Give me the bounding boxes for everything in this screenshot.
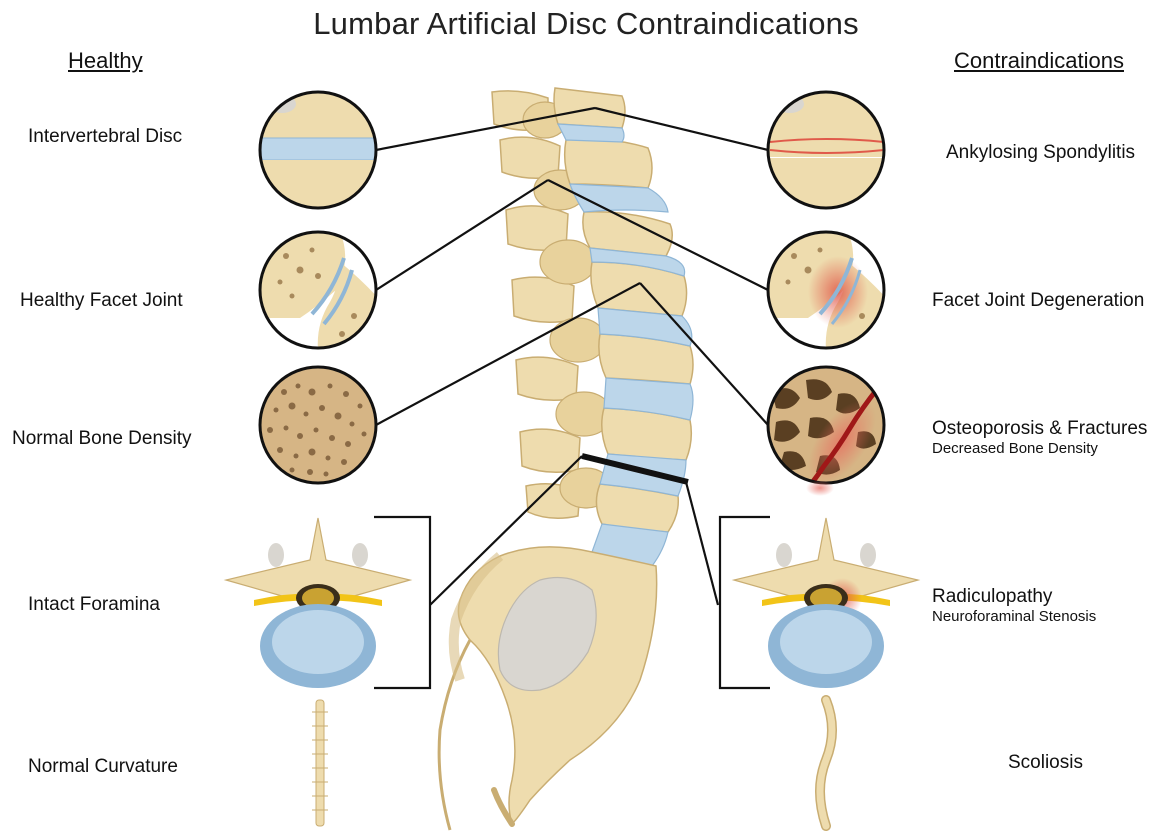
label-intact-foramina: Intact Foramina: [28, 594, 160, 616]
label-neuroforaminal-stenosis: Neuroforaminal Stenosis: [932, 608, 1096, 626]
vertebra-axial-section-icon: [226, 518, 410, 688]
label-scoliosis: Scoliosis: [1008, 752, 1083, 774]
lumbar-spine-illustration: [439, 88, 693, 830]
label-ankylosing-spondylitis: Ankylosing Spondylitis: [946, 142, 1135, 164]
label-healthy-facet-joint: Healthy Facet Joint: [20, 290, 183, 312]
facet-joint-closeup-icon: [260, 232, 380, 350]
intervertebral-disc-closeup-icon: [255, 90, 385, 215]
label-decreased-bone-density: Decreased Bone Density: [932, 440, 1147, 458]
trabecular-bone-icon: [260, 367, 376, 483]
contraindications-header: Contraindications: [954, 48, 1124, 74]
mini-spine-icon: [312, 700, 328, 826]
label-normal-bone-density: Normal Bone Density: [12, 428, 192, 450]
page-title: Lumbar Artificial Disc Contraindications: [0, 6, 1172, 42]
label-osteoporosis-main: Osteoporosis & Fractures: [932, 418, 1147, 439]
osteoporotic-bone-closeup-icon: [768, 367, 889, 496]
degenerated-facet-closeup-icon: [768, 232, 888, 350]
label-intervertebral-disc: Intervertebral Disc: [28, 126, 182, 148]
label-osteoporosis-fractures: Osteoporosis & Fractures Decreased Bone …: [932, 418, 1147, 458]
label-facet-joint-degeneration: Facet Joint Degeneration: [932, 290, 1144, 312]
label-radiculopathy: Radiculopathy Neuroforaminal Stenosis: [932, 586, 1096, 626]
healthy-header: Healthy: [68, 48, 143, 74]
stenotic-foramina-icon: [734, 518, 918, 688]
label-normal-curvature: Normal Curvature: [28, 756, 178, 778]
scoliotic-mini-spine-icon: [820, 700, 832, 826]
ankylosed-disc-closeup-icon: [764, 90, 894, 213]
label-radiculopathy-main: Radiculopathy: [932, 586, 1052, 607]
